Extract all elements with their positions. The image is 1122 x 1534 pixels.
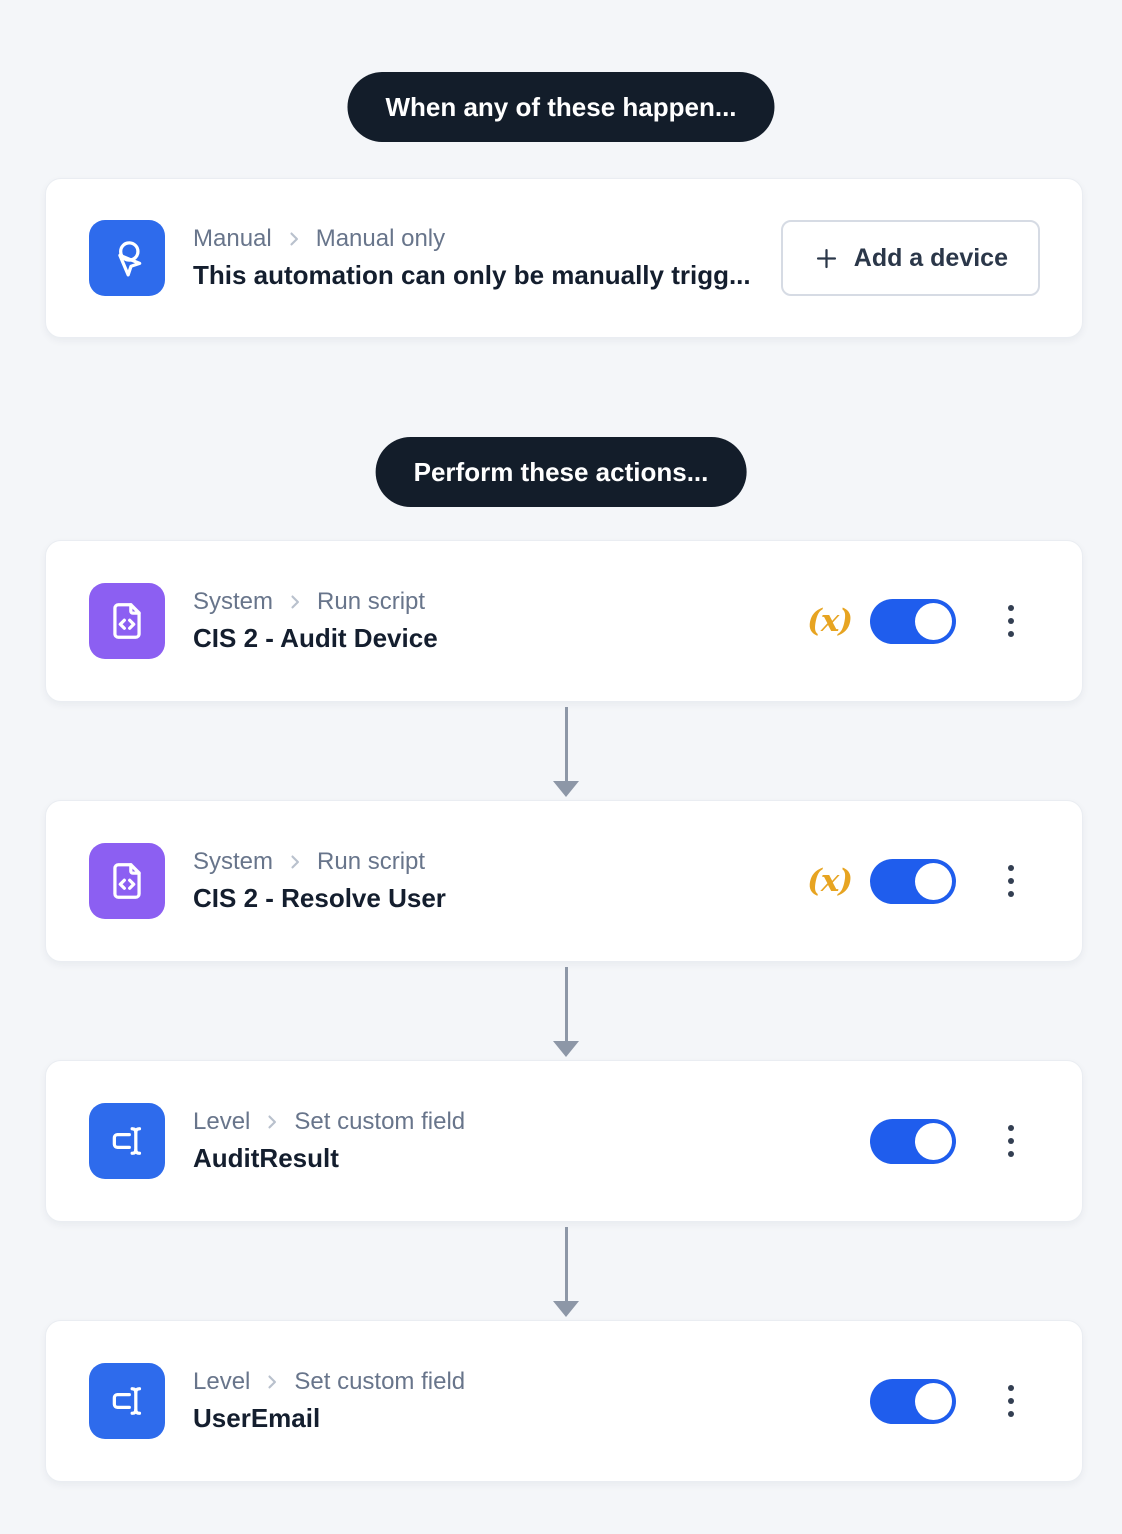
trigger-card-text: Manual Manual only This automation can o…	[193, 225, 781, 291]
breadcrumb: Level Set custom field	[193, 1108, 870, 1136]
breadcrumb-category: System	[193, 588, 274, 615]
text-cursor-input-icon	[89, 1103, 165, 1179]
connector-arrow	[553, 967, 579, 1057]
breadcrumb-category: Level	[193, 1368, 251, 1395]
file-code-icon	[89, 843, 165, 919]
breadcrumb-action: Manual only	[315, 225, 446, 252]
breadcrumb: System Run script	[193, 588, 807, 616]
enabled-toggle[interactable]	[870, 858, 956, 904]
action-controls: (x)	[807, 598, 1018, 644]
connector-arrow	[553, 707, 579, 797]
toggle-knob	[915, 862, 952, 900]
action-controls	[870, 1118, 1018, 1164]
when-triggers-pill: When any of these happen...	[347, 72, 775, 142]
toggle-knob	[915, 1122, 952, 1160]
chevron-right-icon	[285, 852, 305, 872]
kebab-menu-icon[interactable]	[1004, 601, 1018, 641]
text-cursor-input-icon	[89, 1363, 165, 1439]
breadcrumb-action: Set custom field	[294, 1108, 466, 1135]
chevron-right-icon	[285, 592, 305, 612]
plus-icon	[813, 245, 840, 272]
action-card-run-script-2[interactable]: System Run script CIS 2 - Resolve User (…	[45, 800, 1083, 962]
action-card-text: Level Set custom field UserEmail	[193, 1368, 870, 1434]
breadcrumb: Level Set custom field	[193, 1368, 870, 1396]
file-code-icon	[89, 583, 165, 659]
action-controls	[870, 1378, 1018, 1424]
kebab-menu-icon[interactable]	[1004, 1381, 1018, 1421]
breadcrumb-category: Level	[193, 1108, 251, 1135]
add-device-button[interactable]: Add a device	[780, 220, 1040, 296]
action-card-text: System Run script CIS 2 - Audit Device	[193, 588, 807, 654]
breadcrumb-category: Manual	[193, 225, 272, 252]
trigger-card[interactable]: Manual Manual only This automation can o…	[45, 178, 1083, 338]
toggle-knob	[915, 1382, 952, 1420]
hand-tap-icon	[89, 220, 165, 296]
kebab-menu-icon[interactable]	[1004, 861, 1018, 901]
add-device-label: Add a device	[853, 243, 1008, 272]
enabled-toggle[interactable]	[870, 598, 956, 644]
action-title: AuditResult	[193, 1143, 339, 1173]
breadcrumb: System Run script	[193, 848, 807, 876]
action-title: UserEmail	[193, 1403, 321, 1433]
action-title: CIS 2 - Resolve User	[193, 883, 446, 913]
chevron-right-icon	[262, 1372, 282, 1392]
action-card-set-custom-field-1[interactable]: Level Set custom field AuditResult	[45, 1060, 1083, 1222]
chevron-right-icon	[262, 1112, 282, 1132]
action-title: CIS 2 - Audit Device	[193, 623, 438, 653]
trigger-title: This automation can only be manually tri…	[193, 260, 751, 290]
breadcrumb-action: Run script	[317, 588, 426, 615]
perform-actions-pill: Perform these actions...	[375, 437, 747, 507]
toggle-knob	[915, 602, 952, 640]
enabled-toggle[interactable]	[870, 1378, 956, 1424]
variable-badge[interactable]: (x)	[807, 603, 853, 639]
enabled-toggle[interactable]	[870, 1118, 956, 1164]
action-card-text: System Run script CIS 2 - Resolve User	[193, 848, 807, 914]
variable-badge[interactable]: (x)	[807, 863, 853, 899]
kebab-menu-icon[interactable]	[1004, 1121, 1018, 1161]
action-card-run-script-1[interactable]: System Run script CIS 2 - Audit Device (…	[45, 540, 1083, 702]
breadcrumb-action: Run script	[317, 848, 426, 875]
chevron-right-icon	[284, 229, 304, 249]
breadcrumb: Manual Manual only	[193, 225, 781, 253]
action-controls: (x)	[807, 858, 1018, 904]
connector-arrow	[553, 1227, 579, 1317]
breadcrumb-action: Set custom field	[294, 1368, 466, 1395]
action-card-set-custom-field-2[interactable]: Level Set custom field UserEmail	[45, 1320, 1083, 1482]
breadcrumb-category: System	[193, 848, 274, 875]
action-card-text: Level Set custom field AuditResult	[193, 1108, 870, 1174]
